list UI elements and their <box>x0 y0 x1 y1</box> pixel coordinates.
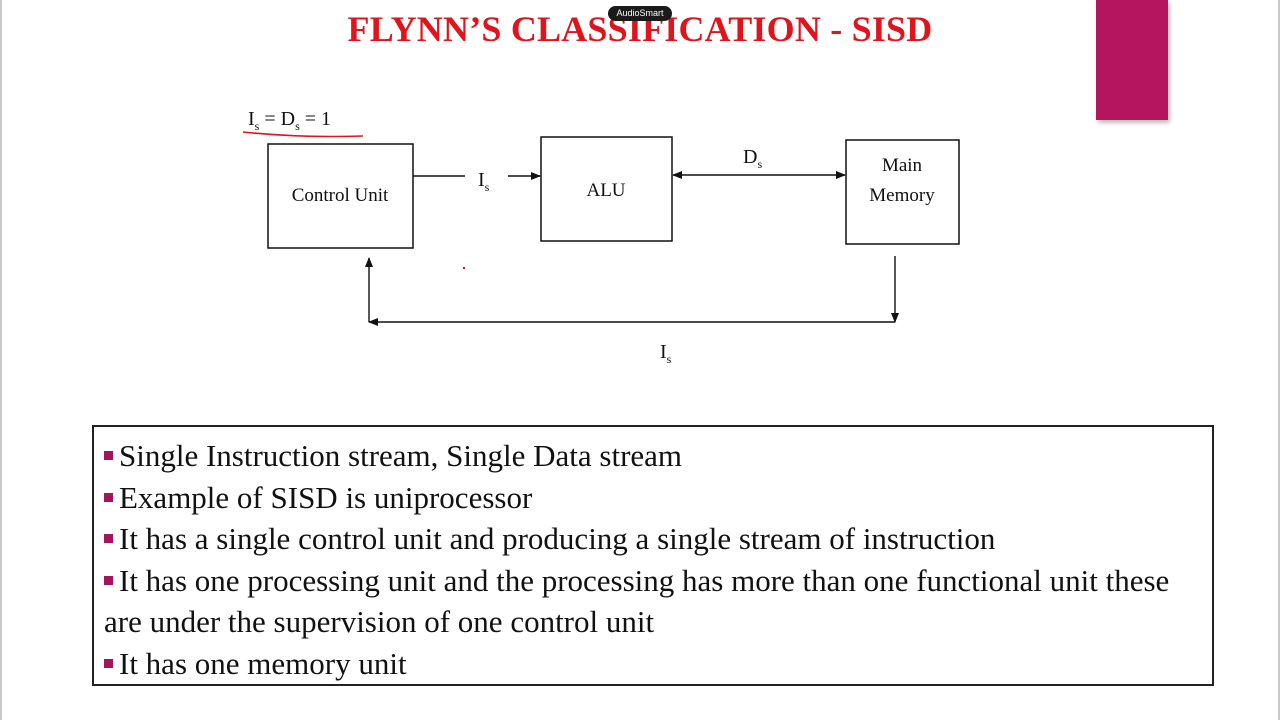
top-label: Is = Ds = 1 <box>248 108 331 133</box>
red-underline <box>242 131 364 138</box>
accent-bar <box>1096 0 1168 120</box>
alu-label: ALU <box>586 180 625 201</box>
ds-label: Ds <box>743 146 762 171</box>
is-label-top: Is <box>478 169 490 194</box>
square-bullet-icon <box>104 575 113 585</box>
sisd-diagram: Is = Ds = 1 Control Unit ALU Main Memory… <box>242 108 960 366</box>
watermark-badge: AudioSmart <box>608 6 672 21</box>
square-bullet-icon <box>104 534 113 544</box>
bullet-item: Example of SISD is uniprocessor <box>104 477 1202 519</box>
slide-border-left <box>0 0 2 720</box>
square-bullet-icon <box>104 492 113 502</box>
stray-dot <box>462 266 466 270</box>
bullet-item: Single Instruction stream, Single Data s… <box>104 435 1202 477</box>
bullet-item: It has one memory unit <box>104 643 1202 685</box>
alu-box <box>540 136 673 242</box>
control-unit-label: Control Unit <box>292 185 389 206</box>
bullet-box: Single Instruction stream, Single Data s… <box>92 425 1214 686</box>
bullet-list: Single Instruction stream, Single Data s… <box>104 435 1202 685</box>
bullet-item: It has one processing unit and the proce… <box>104 562 1170 640</box>
slide-border-right <box>1278 0 1280 720</box>
main-memory-label-line2: Memory <box>869 185 935 206</box>
bullet-item: It has a single control unit and produci… <box>104 518 1202 560</box>
square-bullet-icon <box>104 451 113 460</box>
square-bullet-icon <box>104 658 113 668</box>
is-label-bottom: Is <box>660 341 672 366</box>
main-memory-label-line1: Main <box>882 155 923 176</box>
control-unit-box <box>267 143 414 249</box>
main-memory-box <box>845 139 960 245</box>
